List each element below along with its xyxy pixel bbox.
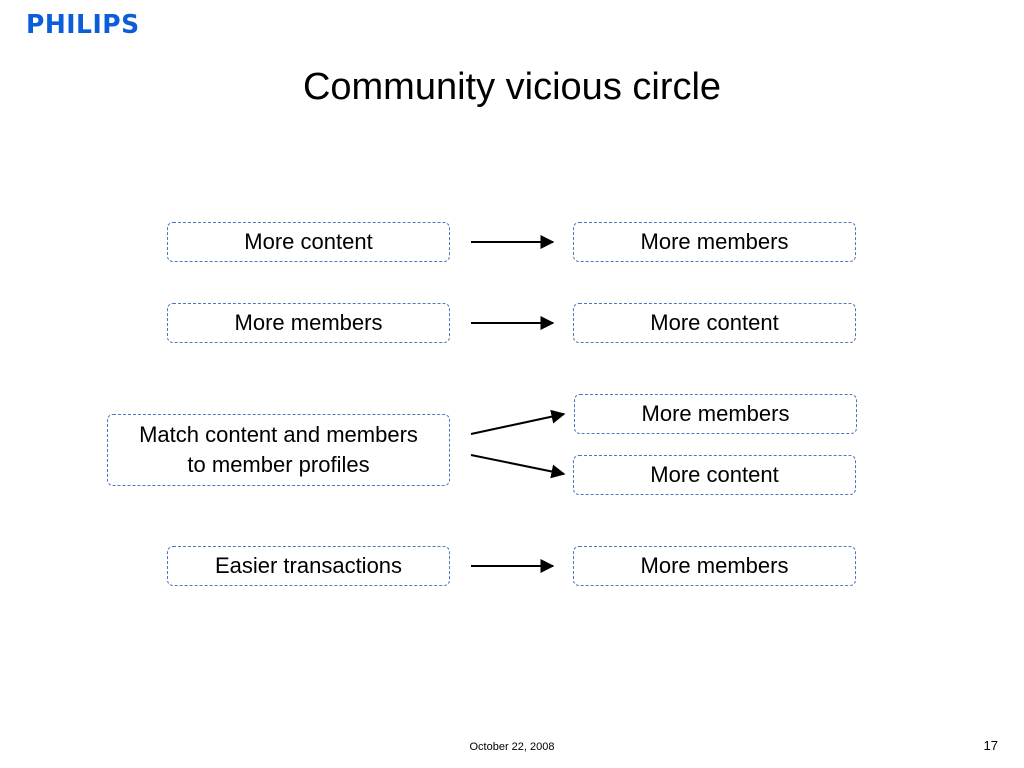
- effect-text: More members: [640, 229, 789, 254]
- cause-box-match-content: Match content and members to member prof…: [107, 414, 450, 486]
- cause-text-line-1: Match content and members: [139, 422, 418, 447]
- effect-box-more-members: More members: [573, 546, 856, 586]
- effect-box-more-members: More members: [574, 394, 857, 434]
- cause-text: More content: [244, 229, 373, 254]
- slide-title: Community vicious circle: [302, 66, 722, 108]
- cause-box-more-members: More members: [167, 303, 450, 343]
- cause-box-more-content: More content: [167, 222, 450, 262]
- footer-date: October 22, 2008: [469, 741, 555, 753]
- cause-box-easier-transactions: Easier transactions: [167, 546, 450, 586]
- effect-text: More members: [641, 401, 790, 426]
- cause-text: More members: [234, 310, 383, 335]
- effect-text: More content: [650, 462, 779, 487]
- effect-box-more-members: More members: [573, 222, 856, 262]
- cause-text: Easier transactions: [214, 553, 403, 578]
- philips-logo: PHILIPS: [26, 9, 140, 40]
- cause-text-line-2: to member profiles: [187, 452, 370, 477]
- effect-text: More content: [650, 310, 779, 335]
- effect-box-more-content: More content: [573, 455, 856, 495]
- arrow-down-right: [470, 454, 566, 479]
- page-number: 17: [983, 738, 998, 753]
- effect-box-more-content: More content: [573, 303, 856, 343]
- effect-text: More members: [640, 553, 789, 578]
- arrow-up-right: [470, 409, 566, 435]
